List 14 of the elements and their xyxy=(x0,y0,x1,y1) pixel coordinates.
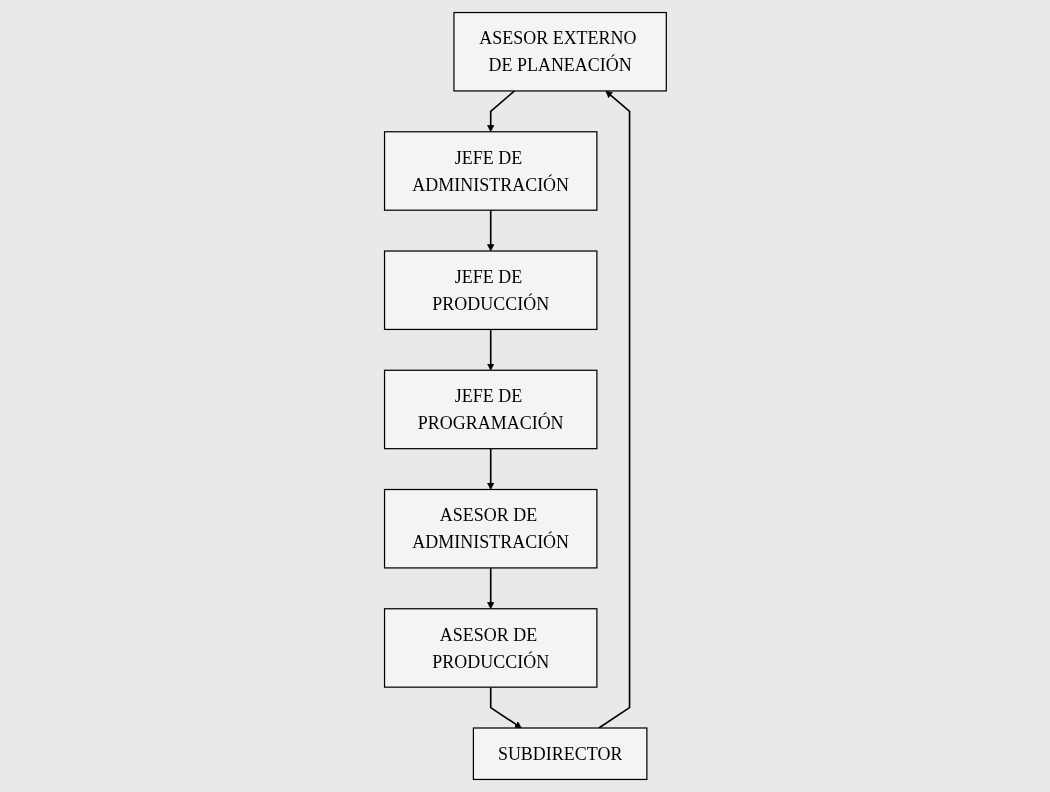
node-box: JEFE DE ADMINISTRACIÓN xyxy=(383,131,598,211)
node-box: ASESOR EXTERNO DE PLANEACIÓN xyxy=(452,11,667,92)
node-box: ASESOR DE PRODUCCIÓN xyxy=(383,608,598,688)
arrow xyxy=(486,567,494,610)
arrow xyxy=(489,686,522,729)
arrow xyxy=(486,447,494,490)
arrow xyxy=(597,90,630,729)
node-box: JEFE DE PRODUCCIÓN xyxy=(383,250,598,331)
arrow xyxy=(486,209,494,252)
node-box: ASESOR DE ADMINISTRACIÓN xyxy=(383,488,598,569)
node-box: SUBDIRECTOR xyxy=(472,727,648,781)
arrow xyxy=(486,328,494,371)
node-box: JEFE DE PROGRAMACIÓN xyxy=(383,369,598,450)
arrow xyxy=(486,90,515,133)
